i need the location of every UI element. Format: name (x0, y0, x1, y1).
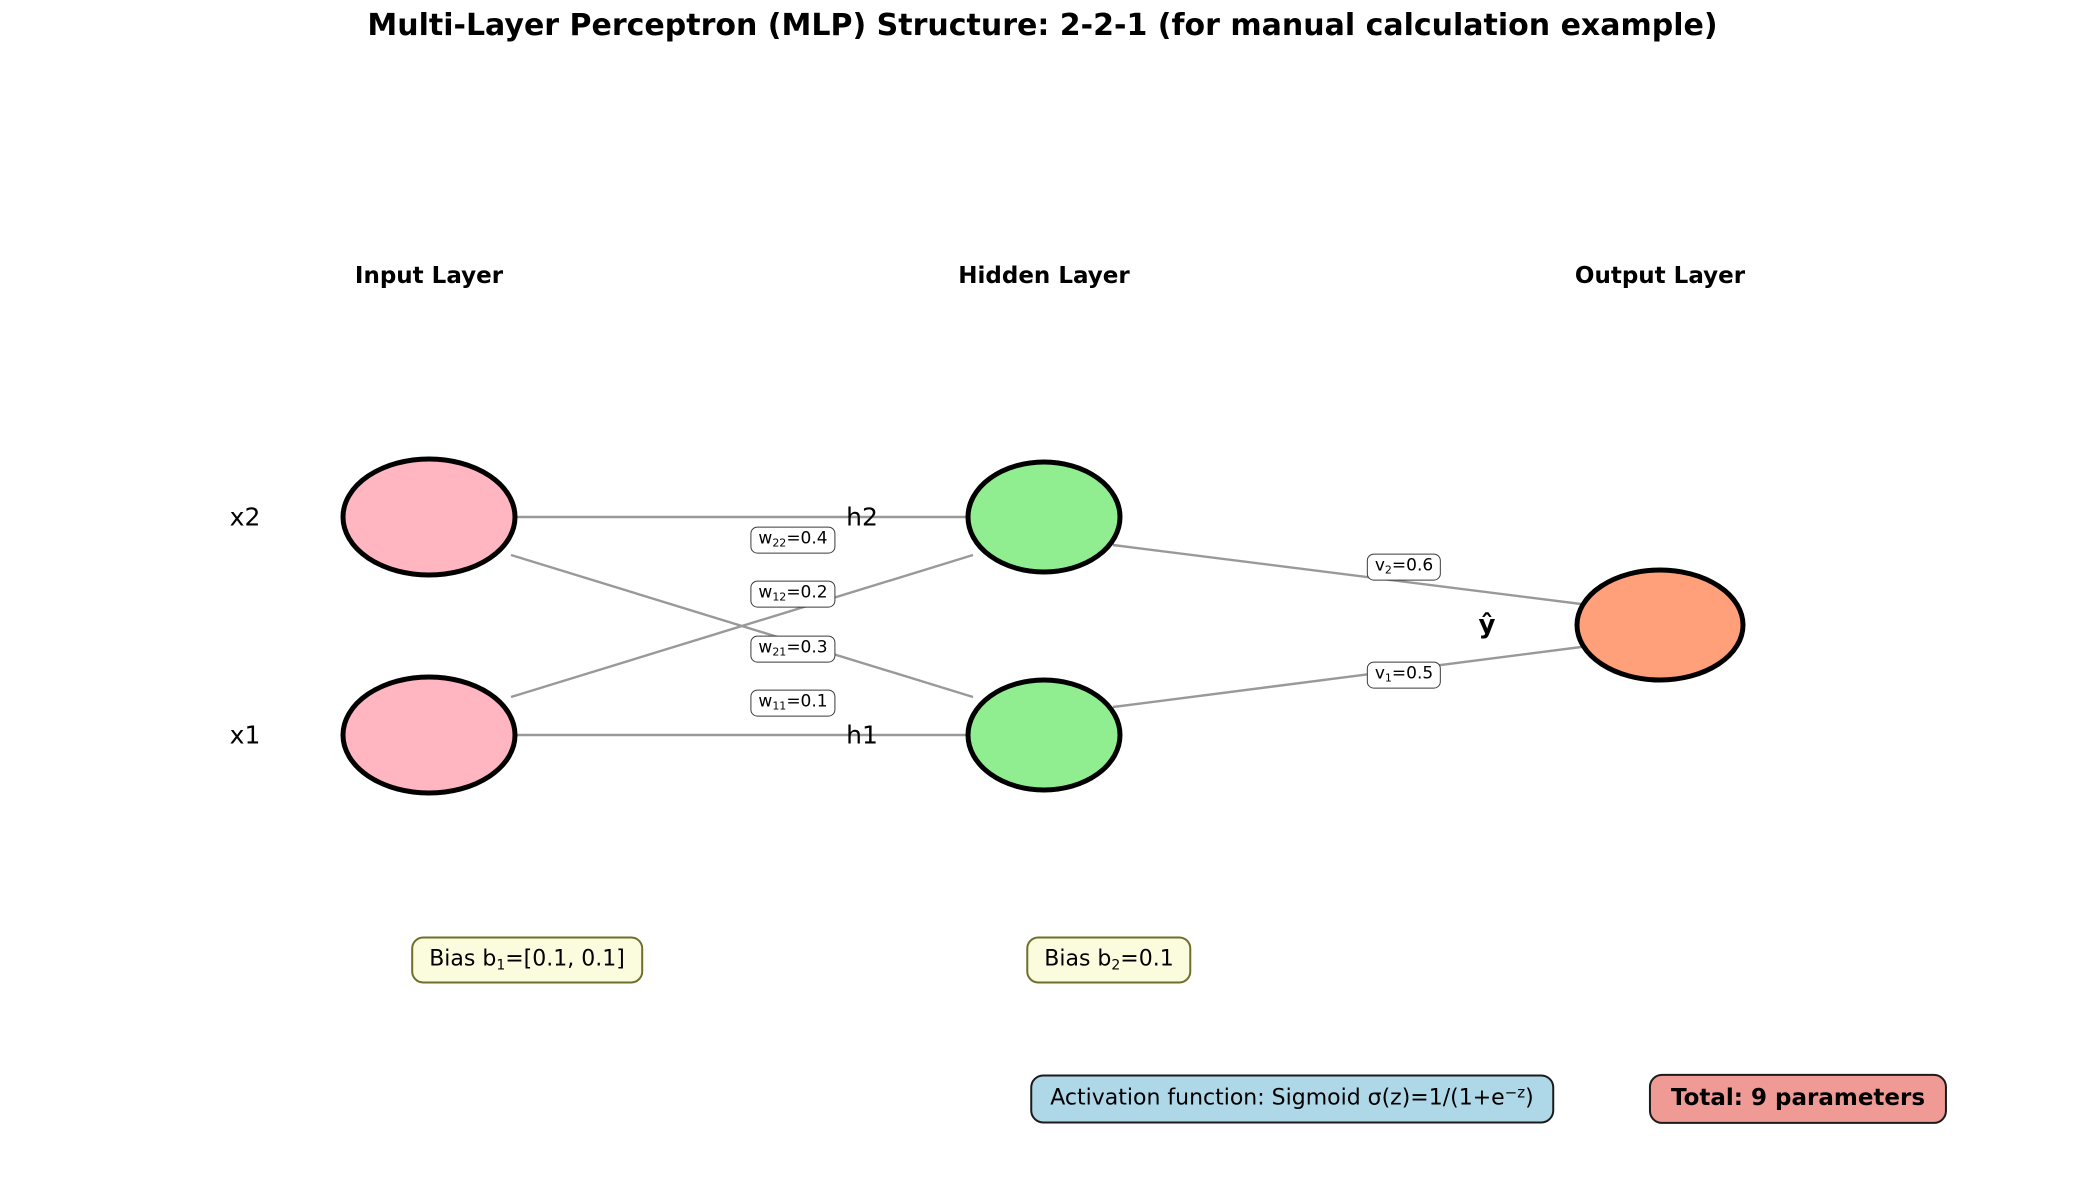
weight-sub-v2: 2 (1384, 563, 1392, 577)
weight-value-v2: =0.6 (1391, 555, 1434, 576)
bias-b1-value: =[0.1, 0.1] (505, 946, 625, 972)
bias-b2: Bias b2=0.1 (1026, 936, 1192, 984)
weight-symbol-w21: w (758, 637, 773, 658)
activation-prefix: Activation function: Sigmoid σ(z)=1/(1+e (1050, 1085, 1505, 1111)
weight-sub-v1: 1 (1384, 671, 1392, 685)
weight-symbol-w22: w (758, 528, 773, 549)
bias-b1-prefix: Bias b (429, 946, 497, 972)
weight-label-w12: w12=0.2 (750, 580, 836, 608)
weight-sub-w21: 21 (772, 645, 787, 659)
weight-sub-w12: 12 (772, 590, 787, 604)
nodes-group (340, 456, 1746, 796)
edge-h1-yhat (1112, 644, 1590, 709)
hidden-label-h1: h1 (846, 720, 878, 750)
node-x1[interactable] (340, 674, 518, 796)
bias-b2-prefix: Bias b (1044, 946, 1112, 972)
node-h1[interactable] (965, 677, 1123, 793)
weight-symbol-v2: v (1374, 555, 1385, 576)
weight-symbol-w11: w (758, 691, 773, 712)
activation-exponent: −z (1504, 1083, 1526, 1102)
input-label-x1: x1 (229, 720, 261, 750)
weight-sub-w11: 11 (772, 699, 787, 713)
bias-b2-value: =0.1 (1120, 946, 1174, 972)
total-parameters-text: Total: 9 parameters (1670, 1084, 1926, 1111)
weight-symbol-v1: v (1374, 663, 1385, 684)
layer-label-input: Input Layer (354, 263, 504, 289)
node-yhat[interactable] (1574, 567, 1746, 683)
weight-value-v1: =0.5 (1391, 663, 1434, 684)
weight-label-v2: v2=0.6 (1366, 553, 1442, 581)
weight-value-w21: =0.3 (786, 637, 828, 658)
node-h2[interactable] (965, 459, 1123, 575)
weight-value-w22: =0.4 (786, 528, 828, 549)
layer-label-hidden: Hidden Layer (958, 263, 1130, 289)
output-label-yhat: ŷ (1478, 610, 1496, 640)
node-x2[interactable] (340, 456, 518, 578)
page-title: Multi-Layer Perceptron (MLP) Structure: … (367, 8, 1718, 43)
weight-value-w12: =0.2 (786, 582, 828, 603)
weight-label-v1: v1=0.5 (1366, 661, 1442, 689)
weight-symbol-w12: w (758, 582, 773, 603)
bias-b1-sub: 1 (496, 957, 506, 974)
activation-function-note: Activation function: Sigmoid σ(z)=1/(1+e… (1030, 1074, 1554, 1124)
weight-sub-w22: 22 (772, 536, 787, 550)
layer-label-output: Output Layer (1574, 263, 1746, 289)
weight-label-w22: w22=0.4 (750, 526, 836, 554)
bias-b1: Bias b1=[0.1, 0.1] (411, 936, 643, 984)
weight-label-w21: w21=0.3 (750, 635, 836, 663)
edge-h2-yhat (1112, 543, 1590, 607)
edges-group (510, 515, 1590, 737)
hidden-label-h2: h2 (846, 502, 878, 532)
edge-x1-h2 (510, 553, 974, 699)
total-parameters-badge: Total: 9 parameters (1648, 1073, 1948, 1125)
bias-b2-sub: 2 (1111, 957, 1121, 974)
activation-suffix: ) (1525, 1085, 1534, 1111)
input-label-x2: x2 (229, 502, 261, 532)
weight-value-w11: =0.1 (786, 691, 828, 712)
weight-label-w11: w11=0.1 (750, 689, 836, 717)
